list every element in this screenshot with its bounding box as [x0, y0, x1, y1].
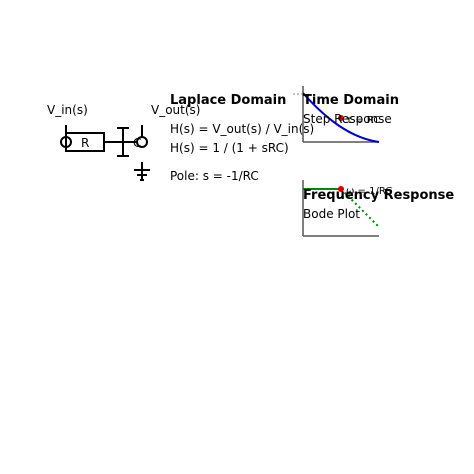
frequency-domain-plot: ω = 1/RC Frequency Response Bode Plot [302, 180, 454, 237]
bode-rolloff [340, 188, 380, 228]
time-domain-title: Time Domain [303, 93, 399, 108]
cutoff-frequency-label: ω = 1/RC [346, 186, 392, 197]
step-response-curve [302, 92, 380, 143]
circuit-schematic [60, 125, 150, 181]
cutoff-frequency-marker [338, 186, 344, 192]
time-constant-label: τ = RC [346, 115, 380, 126]
step-response-label: Step Response [303, 112, 392, 126]
time-constant-marker [338, 115, 344, 121]
frequency-domain-title: Frequency Response [303, 188, 454, 203]
laplace-title: Laplace Domain [170, 93, 286, 108]
input-voltage-label: V_in(s) [47, 103, 88, 117]
time-domain-plot: Time Domain Step Response τ = RC [293, 86, 399, 143]
capacitor-label: C [133, 136, 141, 150]
transfer-function-formula: H(s) = 1 / (1 + sRC) [170, 141, 289, 155]
pole-location: Pole: s = -1/RC [170, 169, 259, 183]
bode-plot-label: Bode Plot [303, 207, 360, 221]
transfer-function-definition: H(s) = V_out(s) / V_in(s) [170, 122, 314, 136]
output-voltage-label: V_out(s) [151, 103, 200, 117]
resistor-label: R [81, 136, 89, 150]
